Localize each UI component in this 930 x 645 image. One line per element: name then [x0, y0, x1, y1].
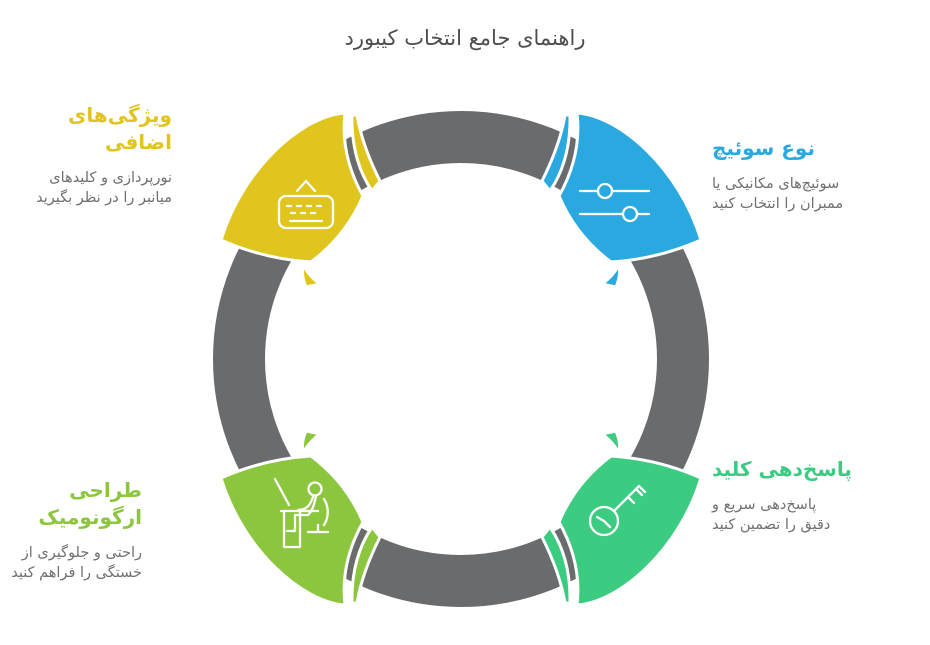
section-label-switch-type: نوع سوئیچ سوئیچ‌های مکانیکی یا ممبران را… — [712, 135, 843, 214]
arrow-extra-features — [219, 111, 382, 289]
ring — [213, 111, 709, 607]
section-desc-extra-features: نورپردازی و کلیدهای میانبر را در نظر بگی… — [36, 170, 172, 206]
arrow-key-response — [540, 429, 703, 607]
section-label-ergonomic-design: طراحی ارگونومیک راحتی و جلوگیری از خستگی… — [11, 477, 142, 583]
key-clock-icon — [588, 484, 647, 537]
section-desc-switch-type: سوئیچ‌های مکانیکی یا ممبران را انتخاب کن… — [712, 176, 844, 212]
sliders-icon — [578, 182, 651, 223]
ergonomics-person-icon — [273, 477, 330, 549]
section-desc-ergonomic-design: راحتی و جلوگیری از خستگی را فراهم کنید — [11, 545, 142, 581]
section-title-switch-type: نوع سوئیچ — [712, 136, 815, 160]
section-title-extra-features: ویژگی‌های اضافی — [68, 103, 172, 154]
page-title: راهنمای جامع انتخاب کیبورد — [344, 26, 586, 50]
section-title-key-response: پاسخ‌دهی کلید — [712, 457, 852, 481]
section-desc-key-response: پاسخ‌دهی سریع و دقیق را تضمین کنید — [712, 497, 831, 533]
section-label-extra-features: ویژگی‌های اضافی نورپردازی و کلیدهای میان… — [36, 102, 172, 208]
keyboard-icon — [277, 179, 335, 230]
section-label-key-response: پاسخ‌دهی کلید پاسخ‌دهی سریع و دقیق را تض… — [712, 456, 852, 535]
arrow-switch-type — [540, 111, 703, 289]
section-title-ergonomic-design: طراحی ارگونومیک — [38, 478, 142, 529]
